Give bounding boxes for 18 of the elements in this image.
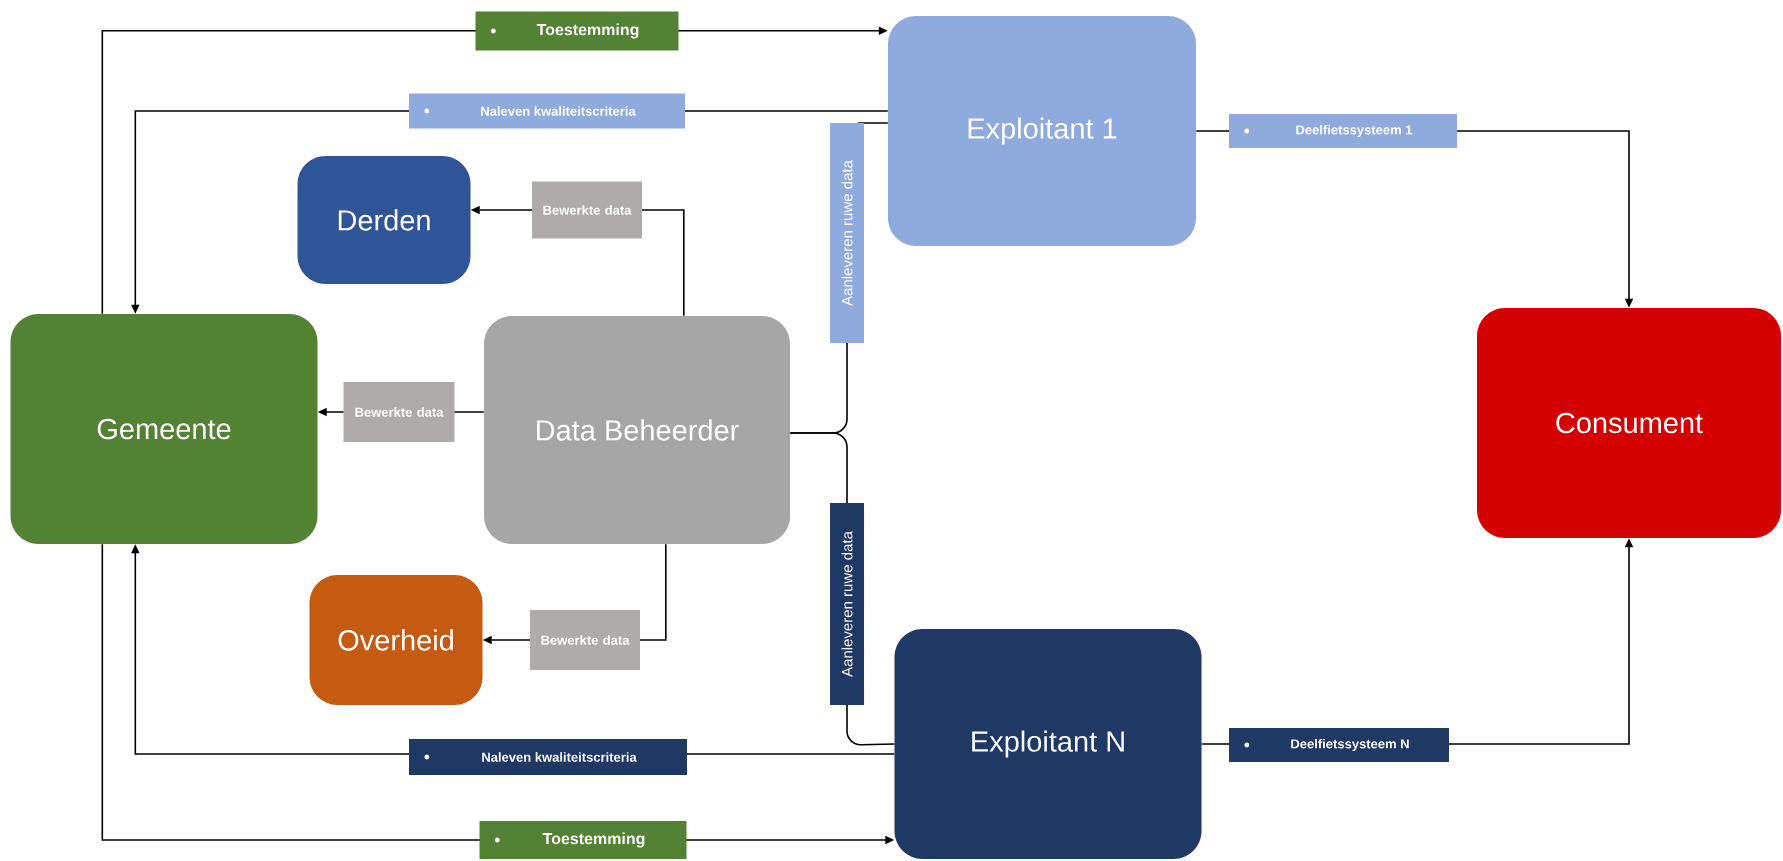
edge-label: Aanleveren ruwe data: [830, 503, 864, 705]
process-box: Data Beheerder: [484, 316, 790, 544]
edge-label: Bewerkte data: [343, 382, 455, 442]
edge-label: Deelfietssysteem N: [1229, 728, 1449, 762]
edge-label: Toestemming: [475, 11, 679, 51]
process-box: Derden: [297, 156, 471, 284]
process-box: Gemeente: [10, 314, 318, 544]
edge-label: Toestemming: [479, 821, 687, 859]
process-box: Overheid: [309, 575, 483, 705]
edge-label: Bewerkte data: [530, 610, 640, 670]
process-box: Exploitant N: [894, 629, 1202, 859]
process-box: Exploitant 1: [888, 16, 1196, 246]
edge-label: Bewerkte data: [532, 181, 642, 239]
edge-label: Aanleveren ruwe data: [830, 123, 864, 343]
edge-label: Naleven kwaliteitscriteria: [409, 93, 685, 129]
edge-label: Deelfietssysteem 1: [1229, 114, 1457, 148]
edge-label: Naleven kwaliteitscriteria: [409, 739, 687, 775]
process-box: Consument: [1477, 308, 1781, 538]
